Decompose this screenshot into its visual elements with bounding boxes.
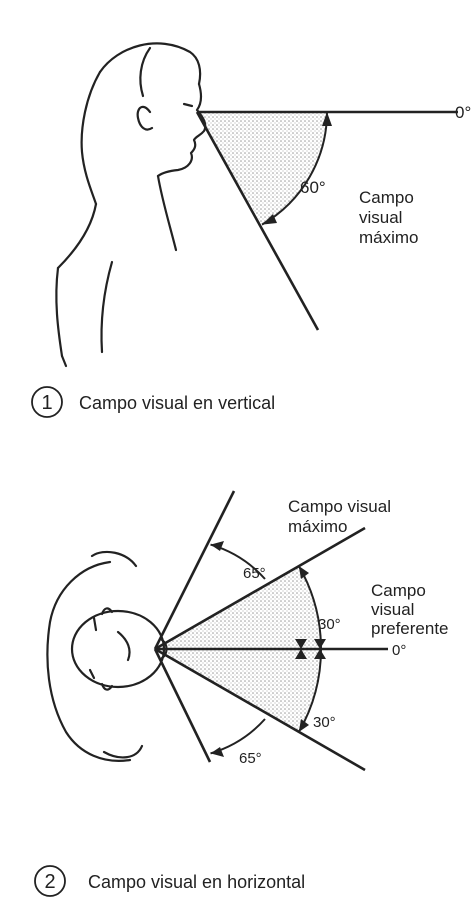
arrowhead-center-down-b xyxy=(314,649,326,659)
arrowhead-bottom xyxy=(262,214,277,225)
max-field-label-line1: Campo xyxy=(359,188,414,207)
person-profile-illustration xyxy=(55,42,207,368)
arrowhead-pref-bottom xyxy=(298,719,309,732)
lower-preferred-line xyxy=(154,647,366,772)
figure-number-circle-2 xyxy=(34,865,66,897)
zero-degree-label-1: 0° xyxy=(455,103,471,122)
upper-max-line xyxy=(153,490,236,650)
angle-label-pref-bottom: 30° xyxy=(313,714,336,731)
pref-field-label-line3: preferente xyxy=(371,619,449,638)
person-top-view-illustration xyxy=(46,550,168,762)
figure-number-1: 1 xyxy=(41,392,52,414)
max-field-label-2-line1: Campo visual xyxy=(288,497,391,516)
pref-field-label-line2: visual xyxy=(371,600,414,619)
vertical-field-sector xyxy=(197,112,327,225)
arrowhead-max-bottom xyxy=(210,747,224,757)
figure-2-horizontal: Campo visual máximo Campo visual prefere… xyxy=(34,490,449,897)
figure-number-circle-1 xyxy=(31,386,63,418)
zero-degree-label-2: 0° xyxy=(392,642,406,659)
figure-1-vertical: 0° 60° Campo visual máximo 1 Campo visua… xyxy=(31,42,471,418)
lower-max-line xyxy=(153,648,212,763)
arrowhead-max-top xyxy=(210,541,224,551)
lower-limit-line xyxy=(195,111,320,331)
figure-caption-2: Campo visual en horizontal xyxy=(88,872,305,892)
max-field-label-2-line2: máximo xyxy=(288,517,348,536)
max-field-label-line2: visual xyxy=(359,208,402,227)
figure-number-2: 2 xyxy=(44,871,55,893)
arrowhead-pref-top xyxy=(298,566,309,579)
angle-label-pref-top: 30° xyxy=(318,616,341,633)
angle-label-max-top: 65° xyxy=(243,565,266,582)
max-field-label-line3: máximo xyxy=(359,228,419,247)
figure-caption-1: Campo visual en vertical xyxy=(79,393,275,413)
arrowhead-center-up-b xyxy=(314,639,326,649)
arrowhead-top xyxy=(322,112,332,126)
upper-preferred-line xyxy=(154,526,366,651)
pref-field-label-line1: Campo xyxy=(371,581,426,600)
arrowhead-center-up-a xyxy=(295,639,307,649)
arrowhead-center-down-a xyxy=(295,649,307,659)
angle-label-max-bottom: 65° xyxy=(239,750,262,767)
angle-label-60: 60° xyxy=(300,178,326,197)
angle-arc-60 xyxy=(261,111,328,226)
